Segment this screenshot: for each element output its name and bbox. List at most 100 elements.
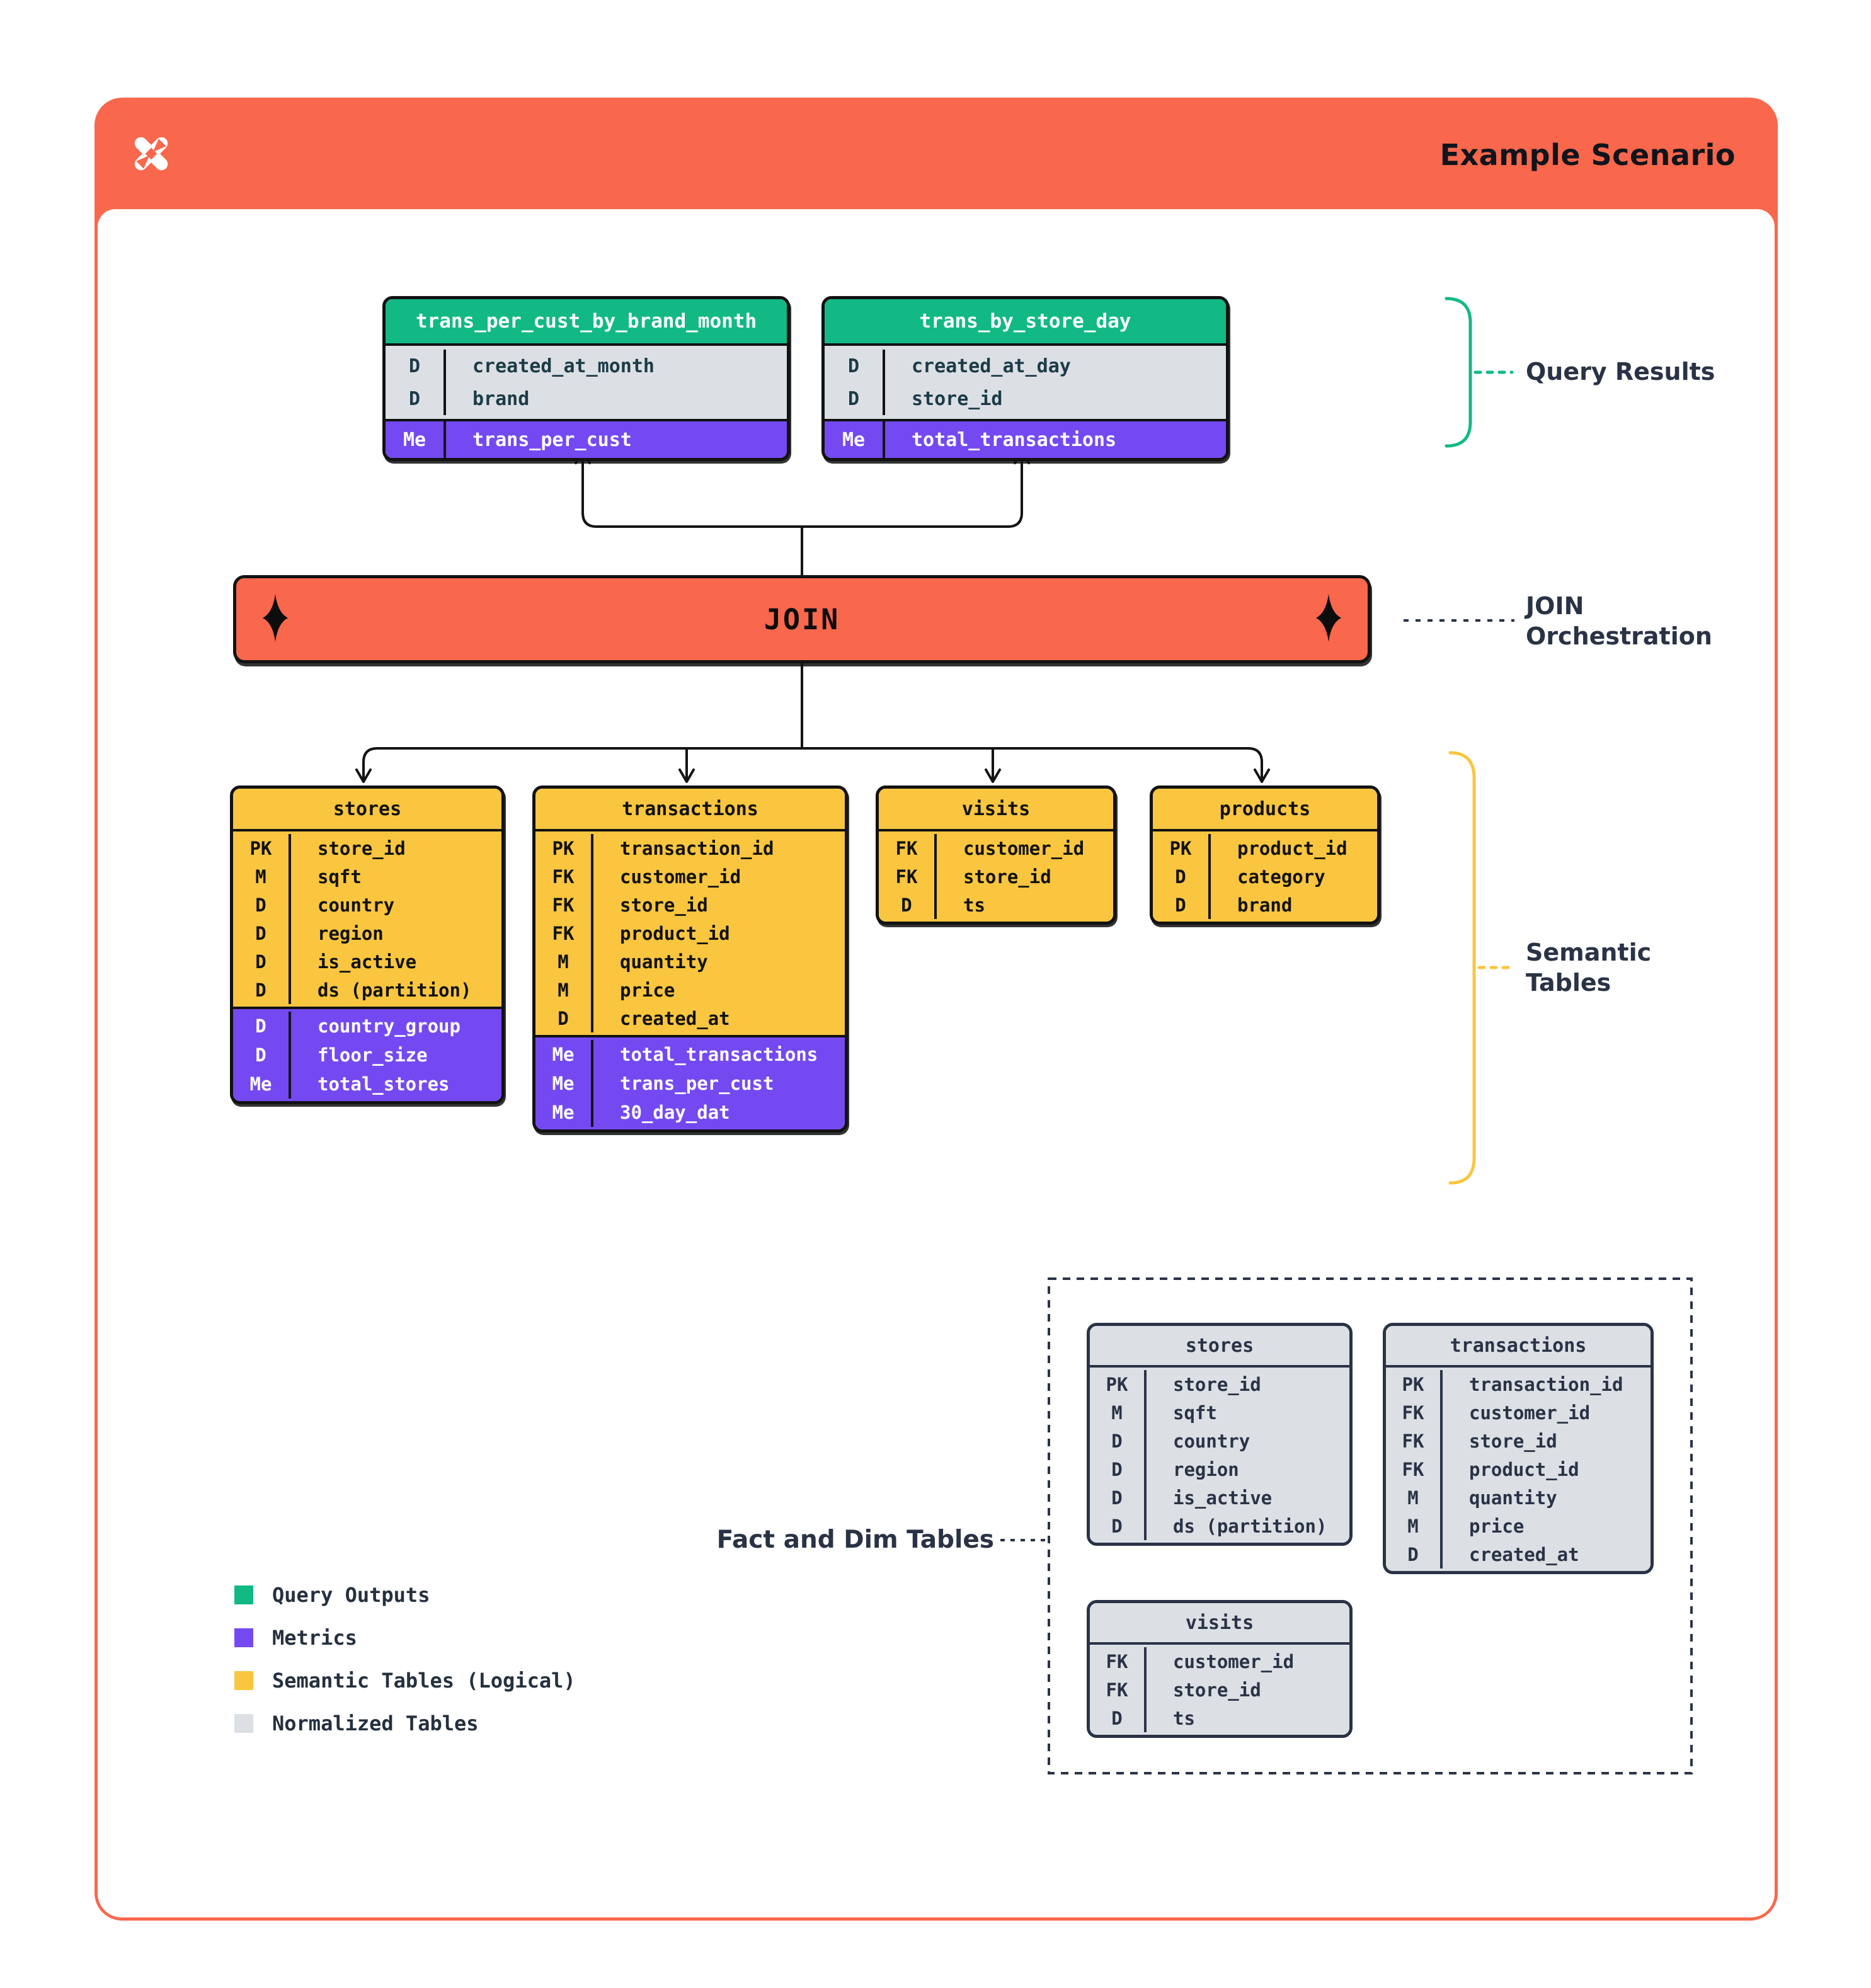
row-badge: M [233,862,291,891]
row-badge: D [825,382,885,415]
row-badge: D [1090,1483,1147,1512]
row-field: created_at [1469,1543,1579,1565]
table-row: Me trans_per_cust [386,421,787,458]
row-badge: D [1386,1540,1443,1568]
row-badge: FK [535,919,593,947]
row-badge: D [1153,891,1211,919]
table-row: FK store_id [1386,1427,1651,1455]
card-header: Example Scenario [98,101,1775,209]
join-label: JOIN [764,602,840,636]
row-badge: M [1090,1398,1147,1427]
row-field: region [1173,1458,1239,1480]
four-point-star-icon [1315,593,1342,646]
table-title: stores [1090,1326,1349,1368]
row-badge: FK [1386,1398,1443,1427]
semantic-tables-label: Semantic Tables [1526,937,1651,998]
row-field: sqft [318,865,362,888]
row-badge: D [233,1041,291,1070]
legend-label: Semantic Tables (Logical) [272,1669,576,1693]
row-field: total_stores [318,1073,450,1095]
row-field: country [1173,1430,1250,1452]
row-field: category [1237,865,1325,888]
legend-item: Semantic Tables (Logical) [234,1659,576,1702]
row-badge: D [1090,1427,1147,1455]
fact-and-dim-tables-label: Fact and Dim Tables [716,1526,994,1554]
row-badge: Me [825,421,885,458]
row-field: store_id [318,837,406,859]
row-field: trans_per_cust [472,428,632,451]
row-field: created_at_month [472,355,655,377]
row-badge: D [386,382,446,415]
table-row: PK transaction_id [1386,1370,1651,1398]
legend-swatch [234,1671,253,1690]
row-field: store_id [1173,1679,1261,1701]
row-field: quantity [620,951,708,973]
row-badge: PK [1386,1370,1443,1398]
row-badge: Me [535,1040,593,1069]
row-field: customer_id [1469,1402,1591,1424]
semantic-tables-label-line2: Tables [1526,969,1611,997]
dbt-logo-icon [130,133,172,177]
row-badge: D [1090,1512,1147,1540]
row-badge: D [233,947,291,976]
row-field: store_id [912,387,1003,410]
legend-item: Normalized Tables [234,1702,576,1745]
row-badge: FK [535,862,593,891]
row-field: product_id [1469,1458,1579,1480]
row-badge: Me [386,421,446,458]
query-results-label: Query Results [1526,358,1715,386]
row-badge: M [535,976,593,1004]
row-field: ts [1173,1707,1195,1729]
row-field: country [318,894,395,916]
row-badge: Me [535,1069,593,1098]
row-field: store_id [1469,1430,1557,1452]
row-field: created_at_day [912,355,1071,377]
join-orchestration-label: JOIN Orchestration [1526,591,1712,651]
row-field: product_id [620,922,730,944]
row-field: store_id [1173,1373,1261,1395]
row-field: customer_id [1173,1650,1295,1672]
row-field: store_id [963,865,1051,888]
table-title: products [1153,789,1377,831]
join-orchestration-label-line1: JOIN [1526,592,1584,620]
row-badge: FK [879,862,937,891]
row-badge: FK [879,834,937,862]
row-badge: FK [1386,1427,1443,1455]
legend-label: Query Outputs [272,1583,430,1607]
semantic-tables-label-line1: Semantic [1526,939,1652,966]
row-field: floor_size [318,1044,428,1066]
row-field: brand [1237,894,1293,916]
row-badge: D [879,891,937,919]
join-orchestration-label-line2: Orchestration [1526,622,1712,650]
metric-rows: Me trans_per_cust [386,419,787,458]
row-field: transaction_id [1469,1373,1623,1395]
row-badge: D [825,350,885,382]
row-field: brand [472,387,530,410]
